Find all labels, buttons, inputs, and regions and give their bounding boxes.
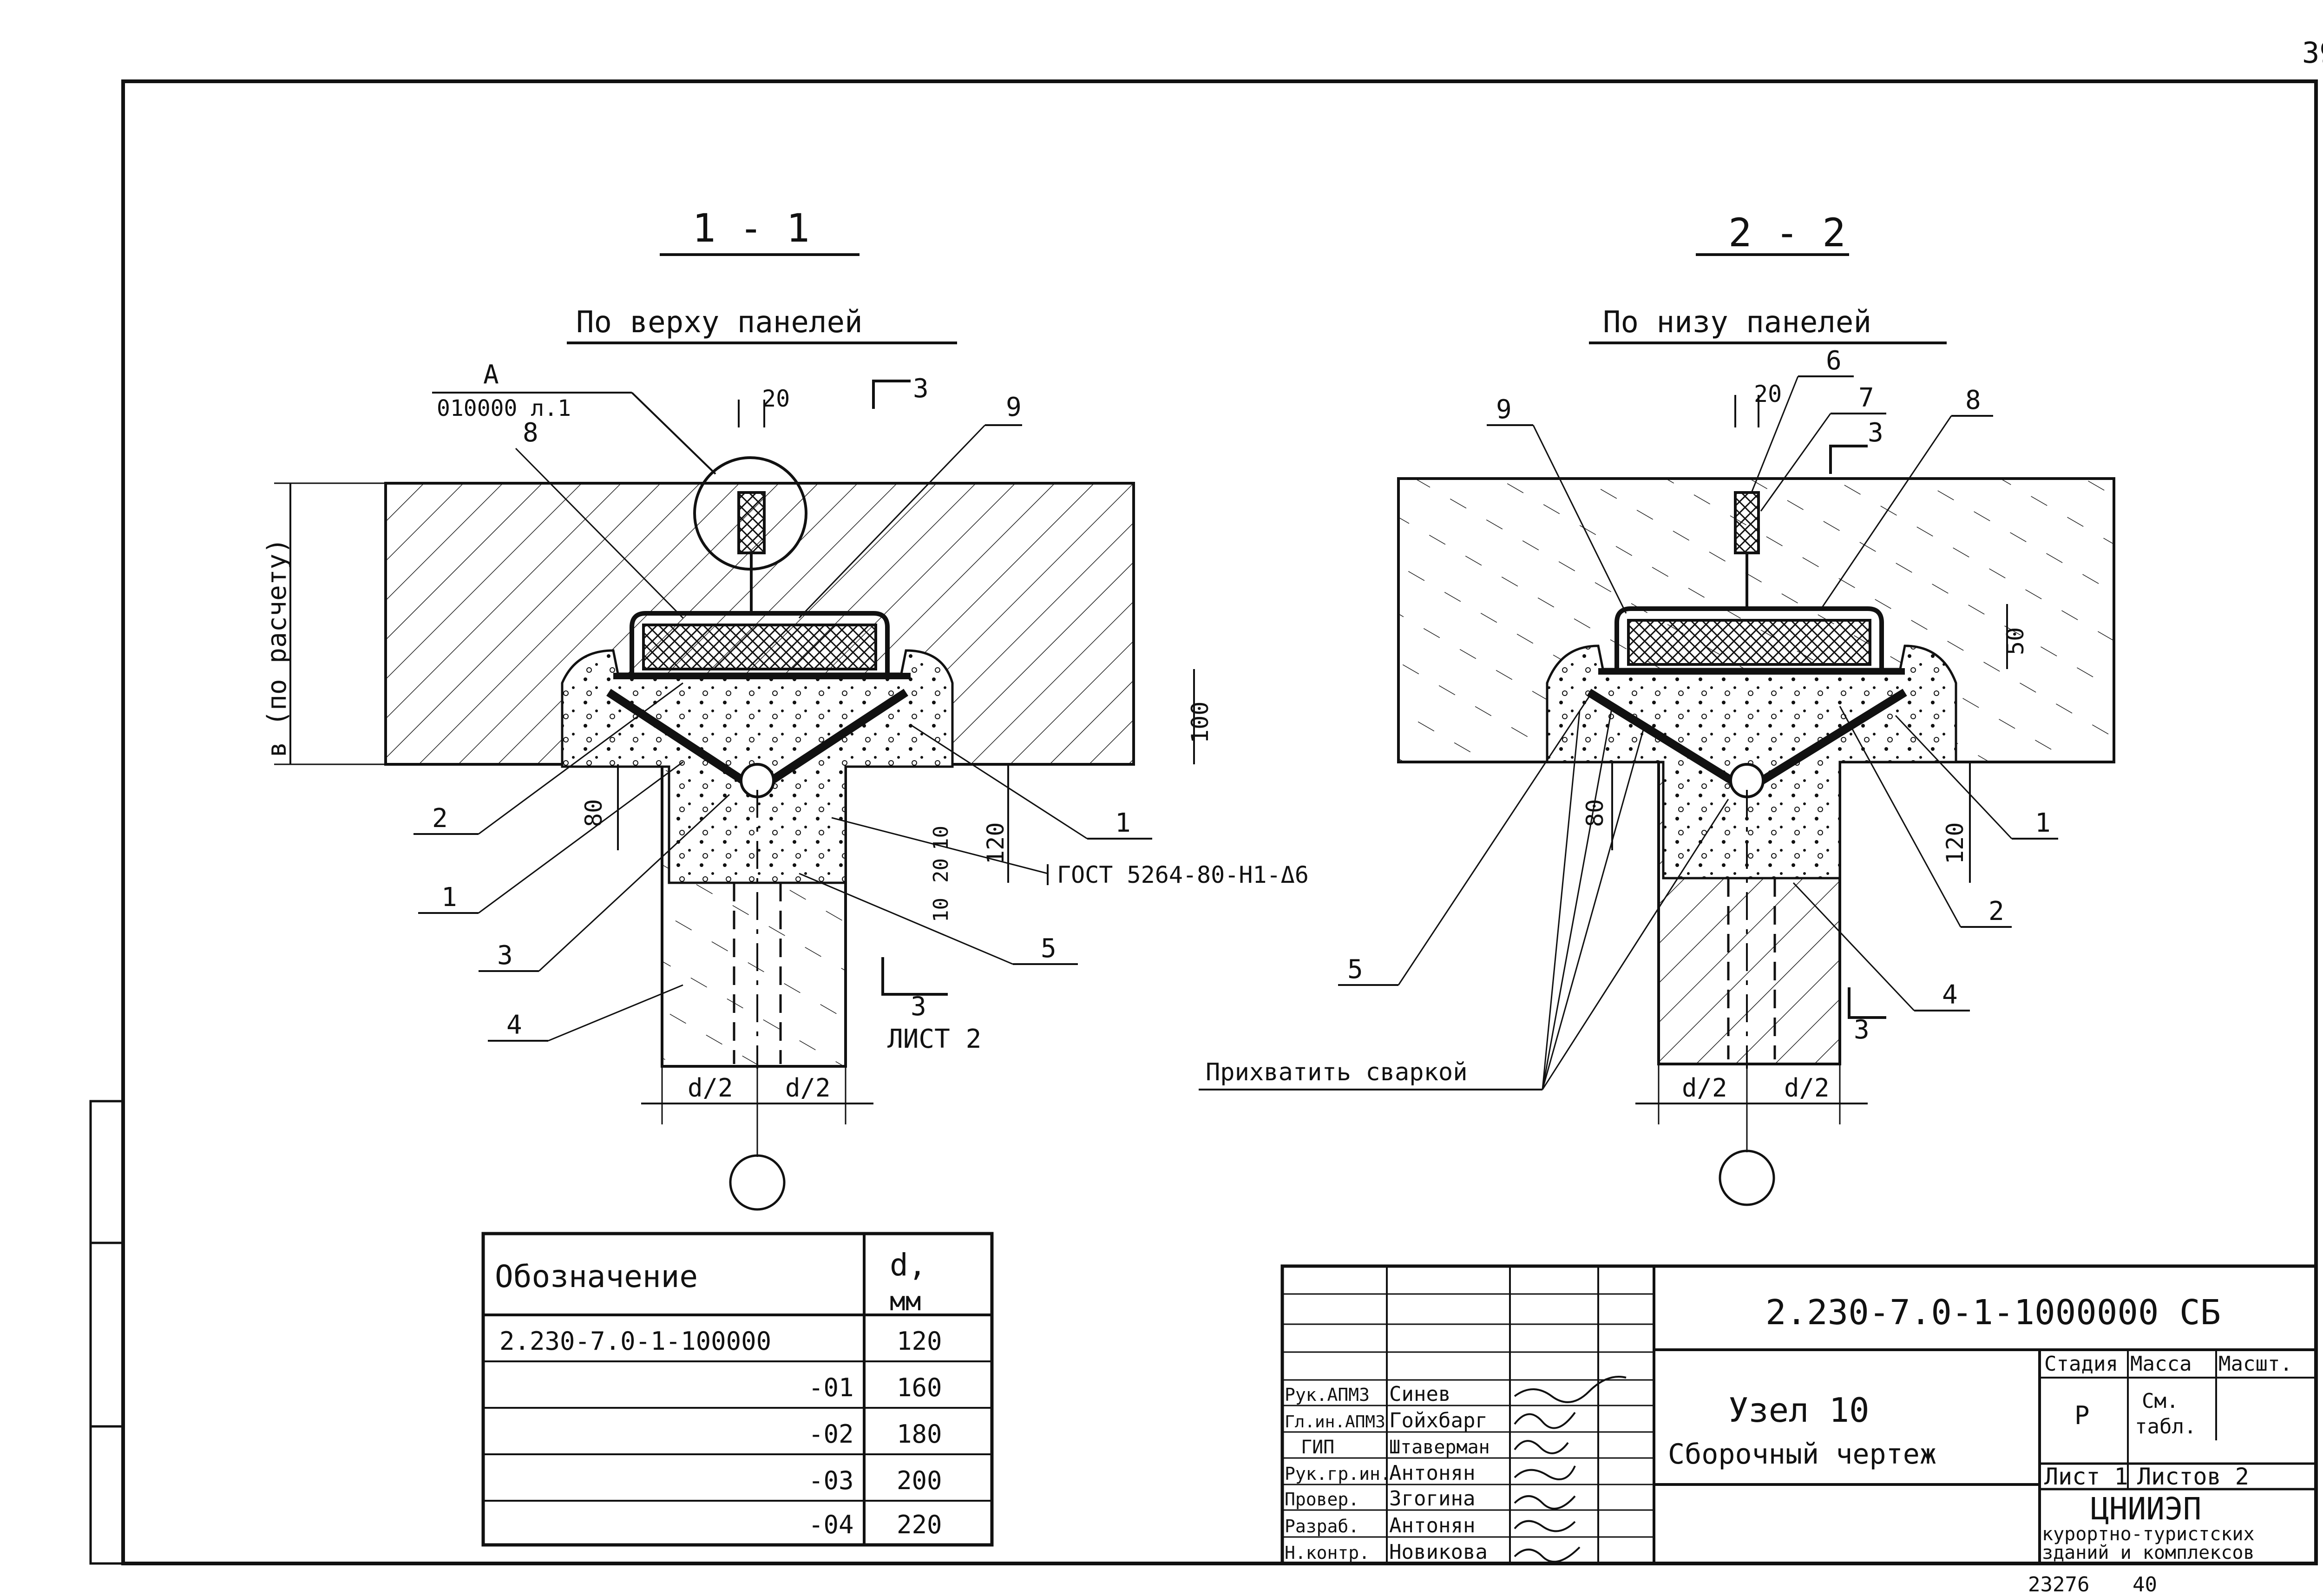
sig-role-6: Разраб. [1285, 1516, 1359, 1537]
label-4: 4 [506, 1010, 522, 1040]
section-mark-bottom: 3 [911, 992, 926, 1022]
sig-name-6: Антонян [1389, 1514, 1475, 1537]
section-mark-top-2: 3 [1868, 418, 1883, 448]
mass-label: Масса [2130, 1352, 2192, 1376]
section-2-title: 2 - 2 [1728, 210, 1846, 256]
axis-marker-left [729, 1154, 786, 1211]
sig-role-2: Гл.ин.АПМ3 [1285, 1412, 1385, 1432]
page-number: 39 [2302, 36, 2323, 70]
section-1-title: 1 - 1 [692, 205, 810, 251]
dim-20-label: 20 [762, 385, 790, 412]
org-line1: ЦНИИЭП [2091, 1491, 2201, 1527]
section-1-1: 1 - 1 По верху панелей в (по расчету) [262, 205, 1309, 1211]
sig-role-5: Провер. [1285, 1489, 1359, 1510]
row-1-designation: 2.230-7.0-1-100000 [499, 1327, 771, 1356]
label-9-right: 9 [1496, 394, 1512, 425]
sig-role-4: Рук.гр.ин. [1285, 1464, 1391, 1484]
table-header-designation: Обозначение [495, 1259, 698, 1294]
org-line3: зданий и комплексов [2042, 1542, 2255, 1563]
label-8-right: 8 [1965, 385, 1981, 415]
row-2-d: 160 [897, 1373, 942, 1402]
label-1-right: 1 [1115, 808, 1131, 838]
row-3-d: 180 [897, 1419, 942, 1449]
row-1-d: 120 [897, 1327, 942, 1356]
half-d-right-2: d/2 [1784, 1073, 1830, 1103]
section-mark-top: 3 [913, 374, 929, 404]
insulation-right [1627, 619, 1871, 666]
dim-50-label: 50 [2002, 627, 2029, 655]
label-5-right: 5 [1347, 954, 1363, 985]
weld-note: Прихватить сваркой [1206, 1058, 1468, 1086]
row-2-designation: -01 [808, 1373, 854, 1402]
sig-name-4: Антонян [1389, 1461, 1475, 1485]
sig-name-2: Гойхбарг [1389, 1409, 1488, 1432]
signature-scribbles [1514, 1376, 1627, 1563]
row-4-designation: -03 [808, 1466, 854, 1495]
sig-name-3: Штаверман [1389, 1437, 1490, 1458]
dim-20b-label: 20 [929, 858, 953, 883]
footer-number-left: 23276 [2028, 1573, 2089, 1596]
row-3-designation: -02 [808, 1419, 854, 1449]
sheet-number: Лист 1 [2044, 1463, 2128, 1490]
half-d-left: d/2 [688, 1073, 733, 1103]
stage-label: Стадия [2044, 1352, 2118, 1376]
label-9: 9 [1006, 392, 1022, 422]
sig-role-1: Рук.АПМ3 [1285, 1385, 1370, 1405]
row-5-d: 220 [897, 1510, 942, 1539]
label-2: 2 [432, 803, 448, 834]
dim-b-label: в (по расчету) [262, 538, 292, 757]
row-4-d: 200 [897, 1466, 942, 1495]
dim-10b-label: 10 [929, 898, 953, 922]
dim-120-label-2: 120 [1942, 822, 1969, 864]
sig-role-7: Н.контр. [1285, 1543, 1370, 1563]
sig-name-7: Новикова [1389, 1540, 1488, 1564]
label-8: 8 [523, 418, 538, 448]
label-5: 5 [1041, 933, 1057, 964]
section-mark-bottom-2: 3 [1854, 1015, 1870, 1045]
section-2-2: 2 - 2 По низу панелей 20 50 80 120 3 3 [1199, 210, 2115, 1206]
joint-plate-right [1614, 606, 1884, 671]
label-7: 7 [1858, 383, 1874, 413]
label-4-right: 4 [1942, 980, 1958, 1010]
label-1-left: 1 [441, 882, 457, 913]
sig-name-1: Синев [1389, 1382, 1450, 1406]
stage-value: Р [2074, 1401, 2090, 1430]
title-line1: Узел 10 [1728, 1391, 1869, 1430]
callout-a-letter: А [483, 360, 499, 390]
table-header-unit: мм [890, 1287, 921, 1317]
scale-label: Масшт. [2218, 1352, 2292, 1376]
sheets-count: Листов 2 [2137, 1463, 2249, 1490]
row-5-designation: -04 [808, 1510, 854, 1539]
sheet-ref: ЛИСТ 2 [887, 1024, 981, 1054]
doc-code: 2.230-7.0-1-1000000 СБ [1765, 1293, 2221, 1333]
mass-value2: табл. [2135, 1415, 2196, 1438]
half-d-left-2: d/2 [1682, 1073, 1727, 1103]
section-2-subtitle: По низу панелей [1603, 305, 1871, 340]
label-3: 3 [497, 940, 513, 971]
sheet-frame [121, 79, 2318, 1565]
dim-100-label: 100 [1187, 702, 1214, 743]
callout-a-ref: 010000 л.1 [437, 395, 571, 421]
footer-number-right: 40 [2133, 1573, 2157, 1596]
mass-value1: См. [2142, 1389, 2179, 1413]
half-d-right: d/2 [785, 1073, 831, 1103]
label-6: 6 [1826, 346, 1842, 376]
title-block: 2.230-7.0-1-1000000 СБ Узел 10 Сборочный… [1280, 1264, 2318, 1565]
gost-weld-ref: ГОСТ 5264-80-Н1-Δ6 [1057, 861, 1309, 888]
sig-name-5: Згогина [1389, 1487, 1475, 1511]
label-2-right: 2 [1988, 896, 2004, 926]
label-1-right-2: 1 [2035, 808, 2051, 838]
insulation-left [642, 624, 877, 670]
joint-plate-left [630, 611, 890, 676]
variants-table: Обозначение d, мм 2.230-7.0-1-100000 120… [481, 1232, 994, 1547]
dim-80-label: 80 [580, 799, 607, 827]
sig-role-3: ГИП [1301, 1437, 1334, 1458]
axis-marker-right [1719, 1149, 1775, 1206]
table-header-d: d, [890, 1247, 926, 1283]
section-1-subtitle: По верху панелей [576, 305, 863, 340]
left-binding-strip [89, 1100, 125, 1565]
title-line2: Сборочный чертеж [1668, 1438, 1936, 1471]
org-line2: курортно-туристских [2042, 1524, 2255, 1545]
